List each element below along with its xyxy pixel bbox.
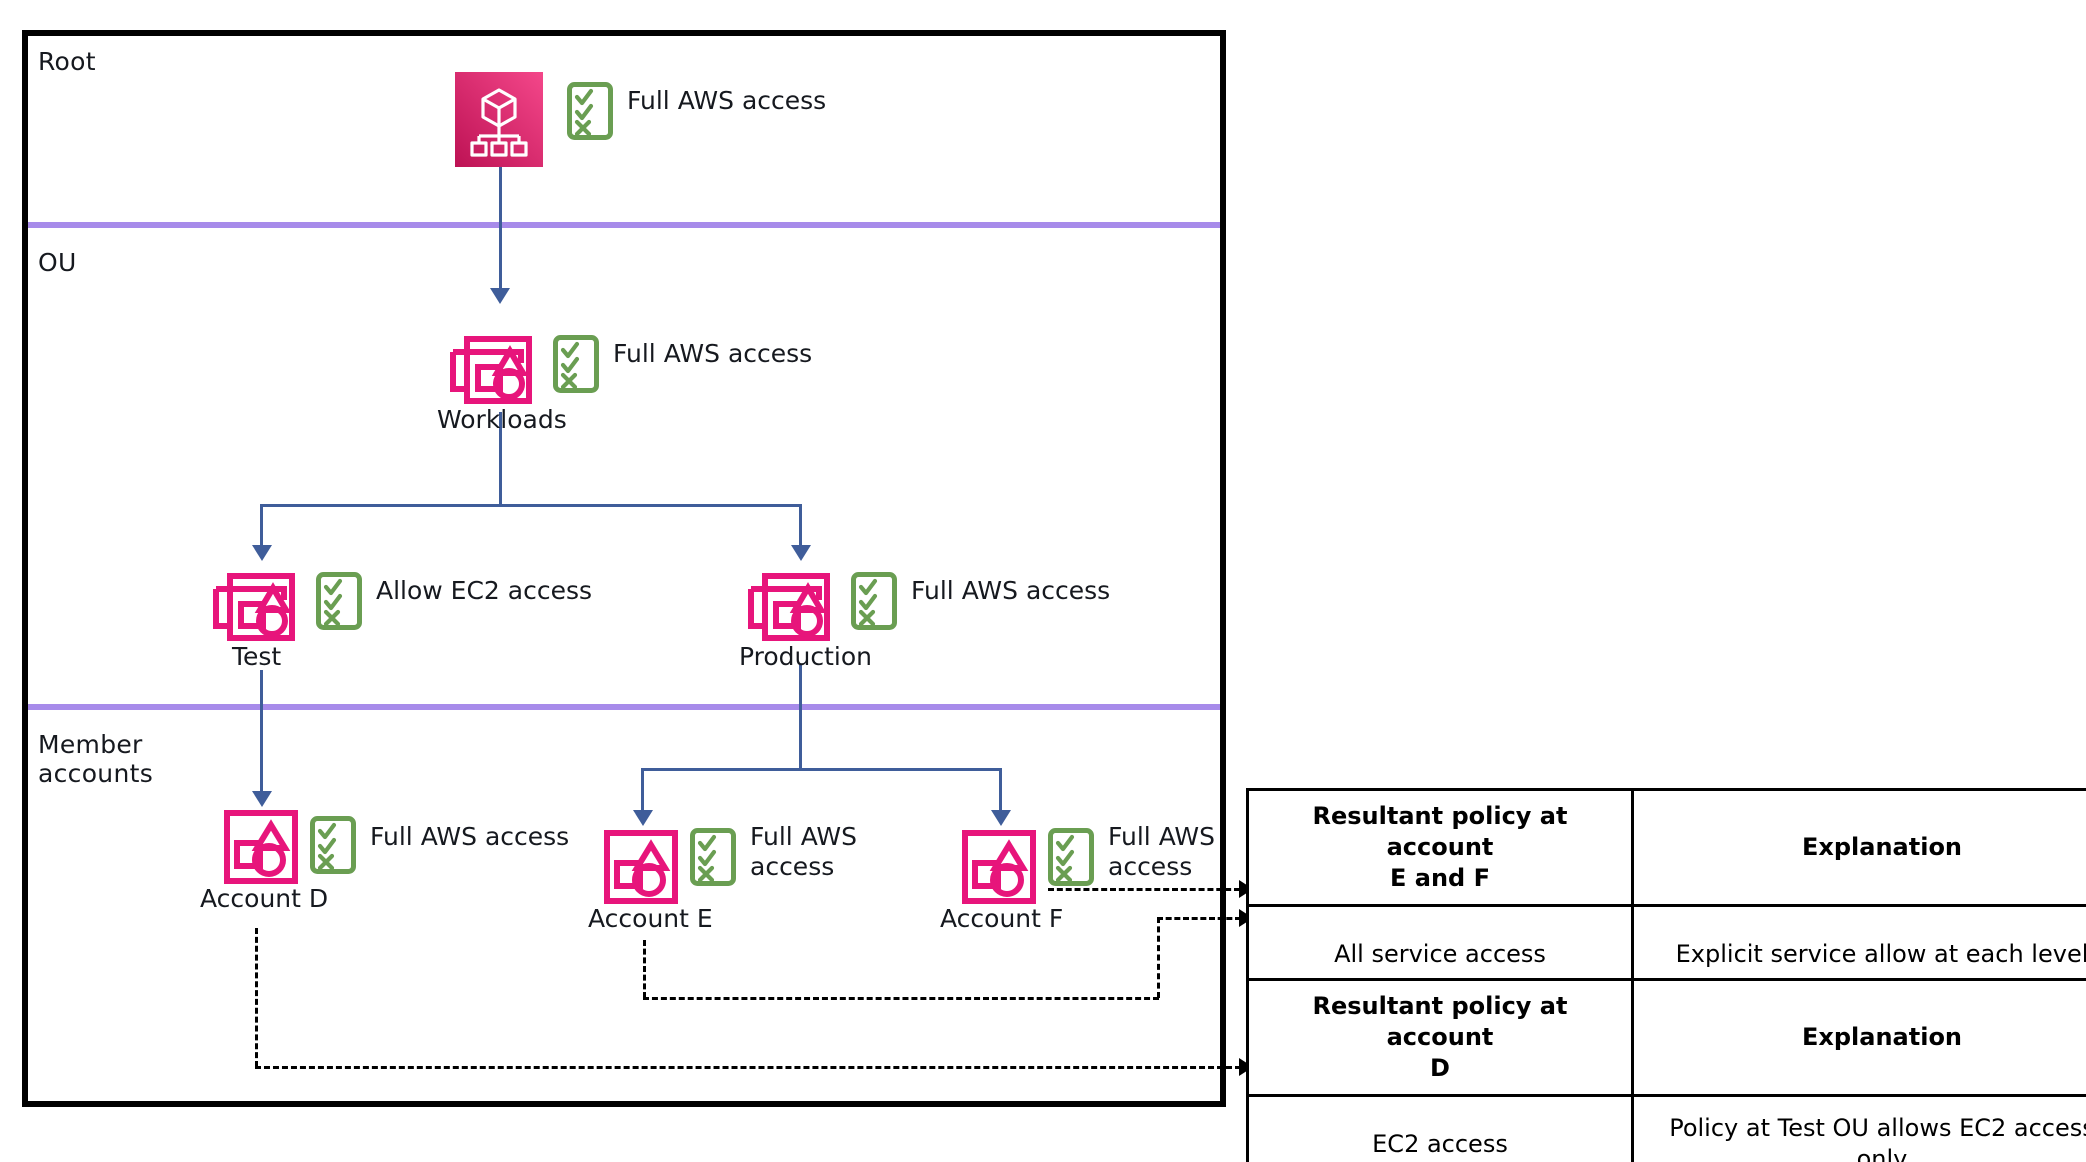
- band-separator-ou-member: [28, 704, 1220, 710]
- table-d-cell-explanation: Policy at Test OU allows EC2 access only: [1631, 1094, 2086, 1162]
- node-label-workloads: Workloads: [437, 405, 567, 434]
- arrowhead-production: [791, 545, 811, 561]
- callout-account-d-segment-down: [255, 928, 258, 1067]
- policy-label-account-e: Full AWS access: [750, 822, 858, 881]
- node-ou-production[interactable]: Full AWS access Production: [739, 562, 1111, 671]
- policy-badge-workloads: [545, 325, 599, 393]
- connector-root-to-workloads: [499, 167, 502, 297]
- policy-badge-account-f: [1042, 828, 1094, 886]
- arrowhead-account-d: [252, 791, 272, 807]
- aws-account-icon: [960, 828, 1042, 906]
- connector-test-to-account-d: [260, 670, 263, 800]
- organizational-unit-icon: [210, 562, 308, 644]
- table-d-header-explanation: Explanation: [1631, 978, 2086, 1097]
- table-resultant-policy-ef: Resultant policy at account E and F Expl…: [1246, 788, 2086, 1004]
- arrowhead-workloads: [490, 288, 510, 304]
- arrowhead-account-e: [633, 810, 653, 826]
- policy-label-account-d: Full AWS access: [370, 822, 570, 851]
- callout-account-e-segment-right: [643, 997, 1159, 1000]
- node-ou-test[interactable]: Allow EC2 access Test: [210, 562, 593, 671]
- aws-organizations-root-icon: [455, 72, 543, 167]
- node-account-d[interactable]: Full AWS access Account D: [200, 808, 570, 913]
- aws-account-icon: [222, 808, 304, 886]
- node-ou-workloads[interactable]: Full AWS access Workloads: [437, 325, 813, 434]
- connector-workloads-bus: [260, 504, 802, 507]
- band-label-root: Root: [38, 47, 96, 76]
- connector-workloads-stem: [499, 412, 502, 504]
- table-row: EC2 access Policy at Test OU allows EC2 …: [1246, 1094, 2086, 1162]
- node-label-account-e: Account E: [588, 904, 713, 933]
- node-label-account-d: Account D: [200, 884, 329, 913]
- table-row: Resultant policy at account E and F Expl…: [1246, 788, 2086, 907]
- policy-badge-account-e: [684, 828, 736, 886]
- callout-account-d-segment-right: [255, 1066, 1241, 1069]
- table-d-cell-policy: EC2 access: [1246, 1094, 1634, 1162]
- policy-badge-production: [843, 562, 897, 630]
- band-label-member-accounts: Member accounts: [38, 730, 154, 788]
- policy-badge-account-d: [304, 808, 356, 874]
- callout-account-e-segment-down: [643, 940, 646, 998]
- connector-to-account-f: [999, 768, 1002, 818]
- table-d-header-policy: Resultant policy at account D: [1246, 978, 1634, 1097]
- policy-badge-root: [543, 72, 613, 140]
- table-ef-header-explanation: Explanation: [1631, 788, 2086, 907]
- connector-to-test: [260, 504, 263, 554]
- policy-badge-test: [308, 562, 362, 630]
- policy-label-account-f: Full AWS access: [1108, 822, 1216, 881]
- organization-boundary-box: [22, 30, 1226, 1107]
- node-label-account-f: Account F: [940, 904, 1064, 933]
- band-separator-root-ou: [28, 222, 1220, 228]
- table-ef-header-policy: Resultant policy at account E and F: [1246, 788, 1634, 907]
- table-resultant-policy-d: Resultant policy at account D Explanatio…: [1246, 978, 2086, 1162]
- node-account-f[interactable]: Full AWS access Account F: [940, 822, 1215, 933]
- policy-label-test: Allow EC2 access: [376, 576, 593, 605]
- connector-production-stem: [799, 665, 802, 768]
- table-row: Resultant policy at account D Explanatio…: [1246, 978, 2086, 1097]
- policy-label-root: Full AWS access: [627, 86, 827, 115]
- arrowhead-test: [252, 545, 272, 561]
- callout-account-f-to-table-ef: [1048, 888, 1240, 891]
- organizational-unit-icon: [447, 325, 545, 407]
- node-account-e[interactable]: Full AWS access Account E: [588, 822, 857, 933]
- organizational-unit-icon: [745, 562, 843, 644]
- policy-label-workloads: Full AWS access: [613, 339, 813, 368]
- arrowhead-account-f: [991, 810, 1011, 826]
- aws-account-icon: [602, 828, 684, 906]
- node-label-production: Production: [739, 642, 873, 671]
- node-label-test: Test: [232, 642, 282, 671]
- node-root[interactable]: Full AWS access: [455, 72, 826, 167]
- policy-label-production: Full AWS access: [911, 576, 1111, 605]
- band-label-ou: OU: [38, 248, 77, 277]
- connector-to-production: [799, 504, 802, 554]
- connector-production-bus: [641, 768, 1001, 771]
- connector-to-account-e: [641, 768, 644, 818]
- callout-account-e-segment-in: [1157, 917, 1241, 920]
- callout-account-e-segment-up: [1157, 917, 1160, 998]
